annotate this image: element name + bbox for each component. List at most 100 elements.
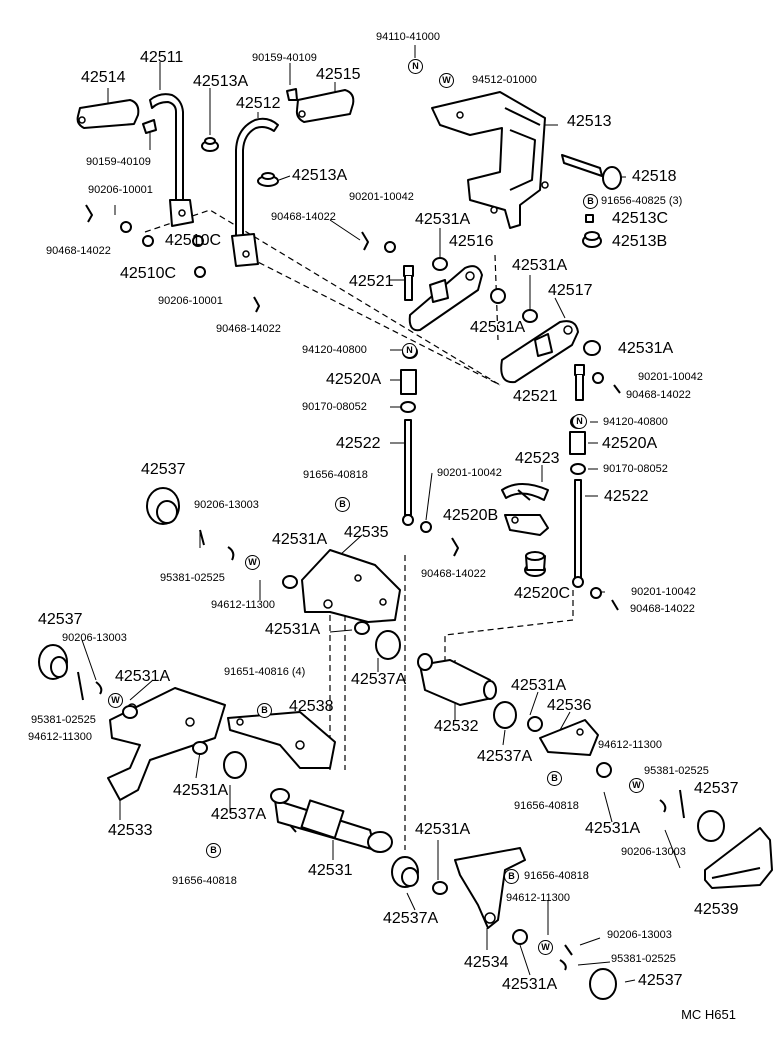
clip-42523 — [501, 483, 549, 501]
part-label: 90206-13003 — [62, 632, 127, 644]
part-label: 90206-13003 — [607, 929, 672, 941]
part-label: 42539 — [694, 901, 739, 918]
part-label: 42517 — [548, 282, 593, 299]
bushing-42537-left — [38, 644, 103, 701]
part-label: 91651-40816 (4) — [224, 666, 306, 678]
part-label: 42521 — [513, 388, 558, 405]
part-label: 90201-10042 — [349, 191, 414, 203]
part-label: 95381-02525 — [644, 765, 709, 777]
part-label: 42537A — [383, 910, 439, 927]
part-label: 91656-40818 — [303, 469, 368, 481]
part-label: 90468-14022 — [630, 603, 695, 615]
washer-symbol: W — [245, 555, 260, 570]
part-label: 42537A — [477, 748, 533, 765]
part-label: 42532 — [434, 718, 479, 735]
bolt-42521-a — [403, 265, 414, 301]
bolt-symbol: B — [504, 869, 519, 884]
washer-symbol: W — [439, 73, 454, 88]
bracket-42520B — [504, 514, 549, 536]
boot-42513A-b — [257, 172, 279, 187]
part-label: 42537 — [38, 611, 83, 628]
part-label: 42531A — [415, 821, 471, 838]
part-label: 42531A — [115, 668, 171, 685]
part-label: 42531A — [272, 531, 328, 548]
part-label: 91656-40818 — [514, 800, 579, 812]
part-label: 42513A — [292, 167, 348, 184]
part-label: 90170-08052 — [603, 463, 668, 475]
bracket-42533 — [107, 687, 226, 801]
knob-42515 — [295, 89, 355, 123]
part-label: 42521 — [349, 273, 394, 290]
part-label: 42537 — [694, 780, 739, 797]
part-label: 90468-14022 — [46, 245, 111, 257]
bolt-symbol: B — [335, 497, 350, 512]
part-label: 42531 — [308, 862, 353, 879]
clips-center — [420, 372, 621, 557]
part-label: 90201-10042 — [631, 586, 696, 598]
part-label: 42533 — [108, 822, 153, 839]
rod-42522-right — [569, 415, 619, 611]
part-label: 94120-40800 — [302, 344, 367, 356]
washer-symbol: W — [538, 940, 553, 955]
bolt-42521-b — [574, 364, 585, 401]
nut-symbol: N — [572, 414, 587, 429]
part-label: 42510C — [165, 232, 222, 249]
bushings-42531A-upper — [361, 231, 601, 356]
washer-symbol: W — [108, 693, 123, 708]
part-label: 94612-11300 — [506, 892, 571, 904]
part-label: 90206-10001 — [88, 184, 153, 196]
part-label: 42538 — [289, 698, 334, 715]
bushing-42537-bottom — [589, 968, 617, 1000]
part-label: 42515 — [316, 66, 361, 83]
small-parts-left — [85, 204, 260, 313]
part-label: 42531A — [470, 319, 526, 336]
bracket-42538 — [227, 711, 336, 769]
part-label: 94612-11300 — [598, 739, 663, 751]
rod-42522-left — [400, 345, 418, 526]
part-label: 42531A — [265, 621, 321, 638]
part-label: 91656-40818 — [172, 875, 237, 887]
part-label: 90201-10042 — [638, 371, 703, 383]
part-label: 90159-40109 — [86, 156, 151, 168]
part-label: 42520A — [602, 435, 658, 452]
part-label: 42513B — [612, 233, 668, 250]
part-label: 91656-40825 (3) — [601, 195, 683, 207]
bolt-symbol: B — [257, 703, 272, 718]
part-label: 94120-40800 — [603, 416, 668, 428]
bolt-symbol: B — [583, 194, 598, 209]
part-label: 42531A — [415, 211, 471, 228]
part-label: 42520B — [443, 507, 499, 524]
part-label: 42510C — [120, 265, 177, 282]
bushings-42537A-42531A-mid — [354, 621, 401, 660]
bushing-42537A-bottom — [391, 856, 419, 888]
part-label: 95381-02525 — [611, 953, 676, 965]
part-label: 90468-14022 — [421, 568, 486, 580]
bushings-lower-left — [192, 741, 247, 779]
pin-42518 — [561, 154, 622, 190]
boot-42513A-a — [201, 137, 219, 152]
part-label: 90206-13003 — [194, 499, 259, 511]
part-label: 42537 — [141, 461, 186, 478]
part-label: 42514 — [81, 69, 126, 86]
part-label: 95381-02525 — [31, 714, 96, 726]
part-label: 90159-40109 — [252, 52, 317, 64]
part-label: 94512-01000 — [472, 74, 537, 86]
part-label: 42522 — [336, 435, 381, 452]
part-label: 90468-14022 — [626, 389, 691, 401]
part-label: 42511 — [140, 49, 184, 66]
part-label: 42534 — [464, 954, 509, 971]
bracket-42536 — [539, 719, 599, 756]
screw-90159-40109-b — [286, 88, 298, 101]
part-label: 42531A — [512, 257, 568, 274]
part-label: 42520C — [514, 585, 571, 602]
bracket-42535 — [282, 549, 401, 623]
bolt-symbol: B — [547, 771, 562, 786]
part-label: 42537A — [211, 806, 267, 823]
part-label: 42516 — [449, 233, 494, 250]
grommet-42520C — [524, 551, 546, 577]
knob-42514 — [76, 99, 140, 129]
bracket-42513 — [431, 91, 549, 229]
bushing-42513C — [585, 214, 594, 223]
part-label: 42531A — [173, 782, 229, 799]
part-label: 90468-14022 — [271, 211, 336, 223]
